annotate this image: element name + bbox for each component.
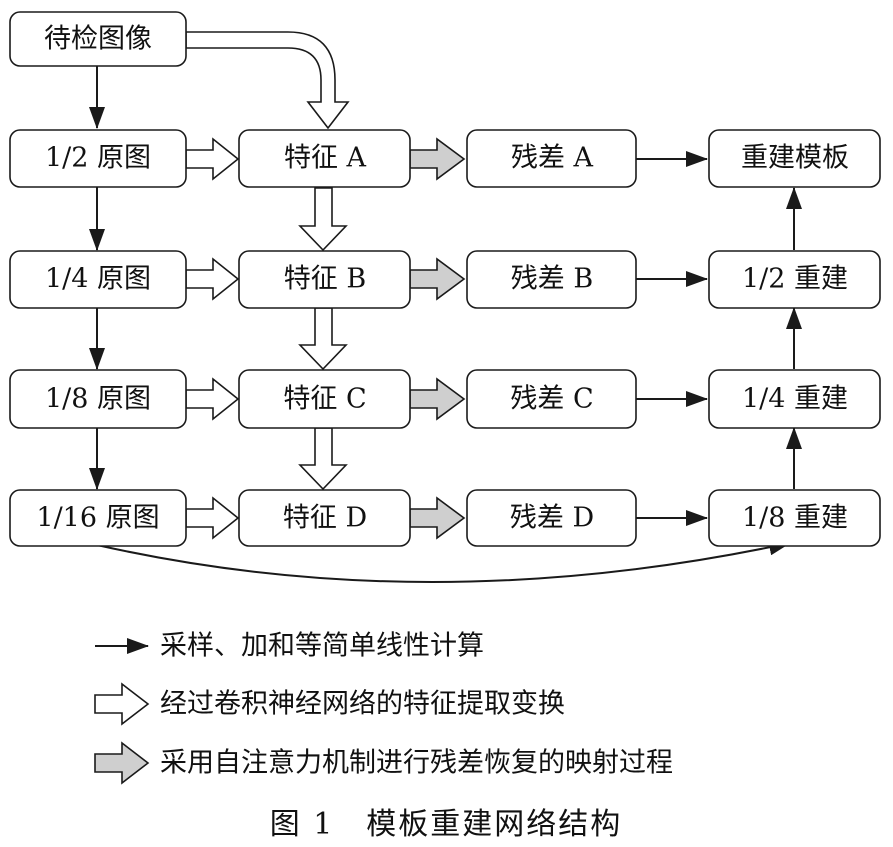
node-scale-sixteenth: 1/16 原图 xyxy=(9,489,187,547)
legend-gray-arrow-label: 采用自注意力机制进行残差恢复的映射过程 xyxy=(160,748,673,779)
hollow-arrow-input-to-feature-a xyxy=(185,31,350,130)
node-scale-half: 1/2 原图 xyxy=(9,129,187,188)
node-recon-half-label: 1/2 重建 xyxy=(742,264,848,295)
node-residual-b-label: 残差 B xyxy=(511,264,593,295)
node-scale-quarter: 1/4 原图 xyxy=(9,250,187,309)
node-feature-d: 特征 D xyxy=(238,489,411,547)
node-template-label: 重建模板 xyxy=(741,143,849,174)
legend: 采样、加和等简单线性计算 经过卷积神经网络的特征提取变换 采用自注意力机制进行残… xyxy=(94,631,673,785)
node-input-image-label: 待检图像 xyxy=(44,24,152,55)
node-residual-d: 残差 D xyxy=(466,489,637,547)
node-scale-quarter-label: 1/4 原图 xyxy=(45,264,151,295)
hollow-arrow-half-to-feature-a xyxy=(185,137,240,181)
node-feature-c-label: 特征 C xyxy=(283,384,366,415)
gray-arrow-feature-a-to-residual-a xyxy=(409,137,466,181)
gray-arrow-feature-b-to-residual-b xyxy=(409,257,466,301)
node-residual-b: 残差 B xyxy=(466,250,637,309)
node-feature-d-label: 特征 D xyxy=(283,503,367,534)
node-recon-quarter: 1/4 重建 xyxy=(708,369,881,429)
node-recon-half: 1/2 重建 xyxy=(708,250,881,309)
node-scale-sixteenth-label: 1/16 原图 xyxy=(36,503,159,534)
hollow-arrow-eighth-to-feature-c xyxy=(185,377,240,421)
node-residual-a: 残差 A xyxy=(466,129,637,188)
node-recon-quarter-label: 1/4 重建 xyxy=(742,384,848,415)
node-residual-d-label: 残差 D xyxy=(510,503,594,534)
node-recon-eighth-label: 1/8 重建 xyxy=(742,503,848,534)
gray-arrow-feature-d-to-residual-d xyxy=(409,496,466,540)
node-feature-b-label: 特征 B xyxy=(284,264,366,295)
node-input-image: 待检图像 xyxy=(9,11,187,67)
node-feature-a: 特征 A xyxy=(238,129,411,188)
node-residual-c-label: 残差 C xyxy=(510,384,593,415)
node-residual-a-label: 残差 A xyxy=(511,143,594,174)
legend-gray-arrow-icon xyxy=(94,741,150,785)
legend-hollow-arrow-label: 经过卷积神经网络的特征提取变换 xyxy=(160,689,565,720)
hollow-arrow-feature-c-to-d xyxy=(298,427,348,491)
legend-thin-arrow-row: 采样、加和等简单线性计算 xyxy=(95,631,484,662)
node-recon-eighth: 1/8 重建 xyxy=(708,489,881,547)
legend-gray-arrow-row: 采用自注意力机制进行残差恢复的映射过程 xyxy=(94,741,673,785)
legend-hollow-arrow-icon xyxy=(94,682,150,726)
node-feature-c: 特征 C xyxy=(238,369,411,429)
node-feature-a-label: 特征 A xyxy=(284,143,367,174)
hollow-arrow-quarter-to-feature-b xyxy=(185,257,240,301)
node-scale-eighth: 1/8 原图 xyxy=(9,369,187,429)
node-scale-half-label: 1/2 原图 xyxy=(45,143,151,174)
node-template: 重建模板 xyxy=(708,129,881,188)
hollow-arrow-feature-b-to-c xyxy=(298,307,348,371)
node-scale-eighth-label: 1/8 原图 xyxy=(45,384,151,415)
legend-thin-arrow-label: 采样、加和等简单线性计算 xyxy=(160,631,484,662)
figure-caption: 图 1 模板重建网络结构 xyxy=(270,807,623,842)
arrow-sixteenth-to-recon-eighth xyxy=(96,539,791,583)
gray-arrow-feature-c-to-residual-c xyxy=(409,377,466,421)
hollow-arrow-feature-a-to-b xyxy=(298,187,348,252)
legend-hollow-arrow-row: 经过卷积神经网络的特征提取变换 xyxy=(94,682,565,726)
node-feature-b: 特征 B xyxy=(238,250,411,309)
node-residual-c: 残差 C xyxy=(466,369,637,429)
hollow-arrow-sixteenth-to-feature-d xyxy=(185,496,240,540)
